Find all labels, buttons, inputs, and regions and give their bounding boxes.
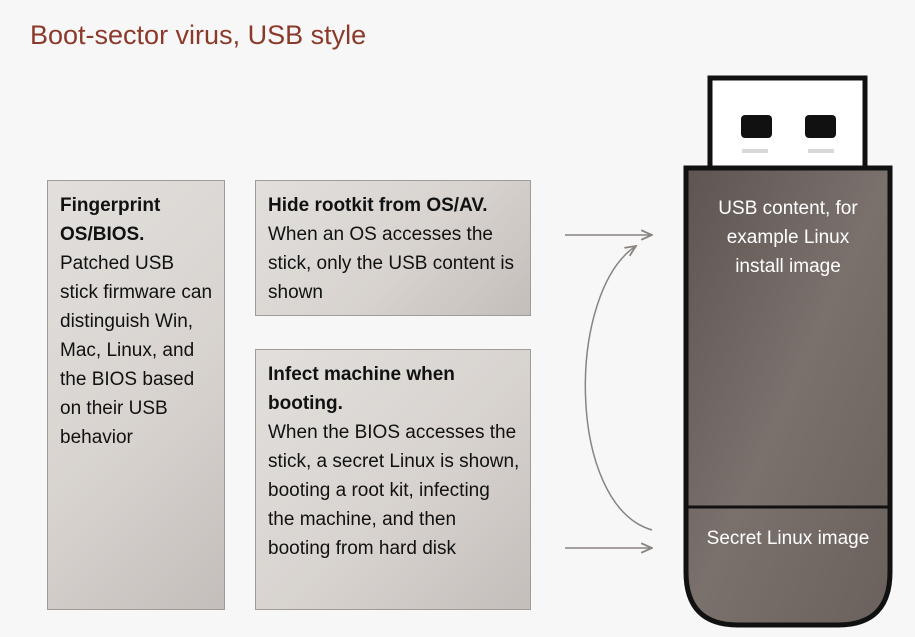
fingerprint-heading: Fingerprint OS/BIOS. <box>60 195 161 245</box>
usb-body <box>683 165 893 628</box>
infect-heading: Infect machine when booting. <box>268 364 455 414</box>
fingerprint-box: Fingerprint OS/BIOS. Patched USB stick f… <box>47 180 225 610</box>
usb-contact-right <box>805 115 836 138</box>
infect-box: Infect machine when booting. When the BI… <box>255 349 531 610</box>
usb-contact-left <box>741 115 772 138</box>
usb-connector <box>707 75 868 177</box>
arrow-redirect-curve <box>584 246 653 531</box>
infect-body: When the BIOS accesses the stick, a secr… <box>268 422 520 559</box>
hide-rootkit-heading: Hide rootkit from OS/AV. <box>268 195 488 216</box>
hide-rootkit-box: Hide rootkit from OS/AV. When an OS acce… <box>255 180 531 316</box>
slide-title: Boot-sector virus, USB style <box>30 20 367 50</box>
hide-rootkit-body: When an OS accesses the stick, only the … <box>268 224 515 303</box>
secret-linux-label: Secret Linux image <box>706 528 870 549</box>
fingerprint-body: Patched USB stick firmware can distingui… <box>60 253 213 448</box>
usb-content-label: USB content, for example Linux install i… <box>718 198 858 277</box>
